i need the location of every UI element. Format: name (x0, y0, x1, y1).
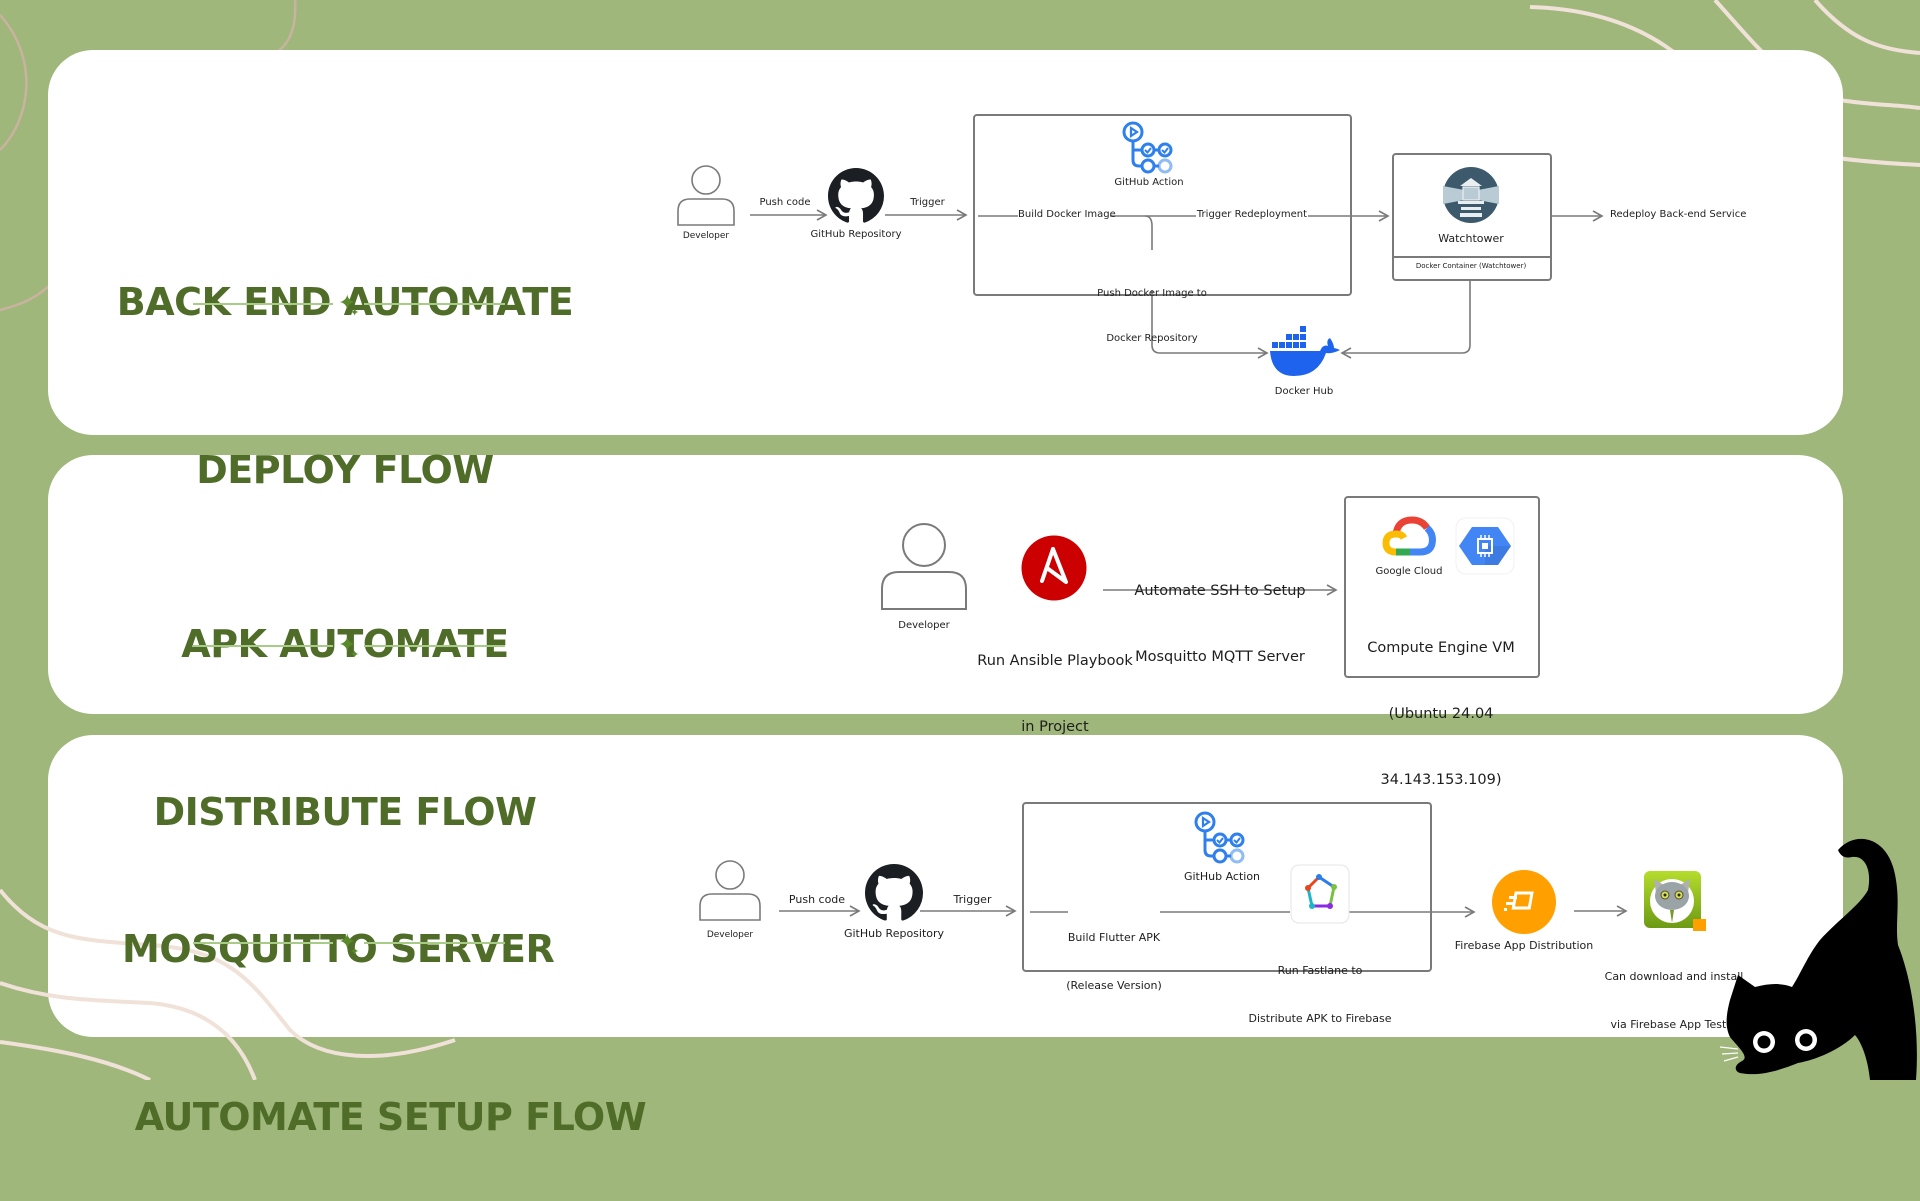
apk-distribute-card (48, 455, 1843, 714)
firebase-label: Firebase App Distribution (1454, 939, 1594, 952)
build-docker-image-label: Build Docker Image (1018, 209, 1116, 220)
compute-engine-box (1344, 496, 1540, 678)
title-line: DISTRIBUTE FLOW (153, 790, 537, 834)
push-code-label: Push code (759, 197, 811, 208)
ssh-line: Automate SSH to Setup (1134, 583, 1306, 599)
title-line: BACK END AUTOMATE (116, 280, 574, 324)
compute-engine-icon (1455, 517, 1515, 575)
section-title: BACK END AUTOMATE DEPLOY FLOW (115, 162, 575, 554)
line-push-docker (1144, 215, 1153, 250)
github-action-box (1022, 802, 1432, 972)
github-icon[interactable] (828, 168, 884, 224)
line-watchtower-dockerhub (1340, 279, 1471, 359)
separator-line (193, 303, 333, 305)
build-line: Build Flutter APK (1067, 931, 1161, 944)
fastlane-line: Distribute APK to Firebase (1248, 1012, 1392, 1025)
github-icon[interactable] (865, 864, 923, 922)
ansible-line: Run Ansible Playbook (977, 653, 1133, 669)
title-line: APK AUTOMATE (181, 622, 509, 666)
separator-line (364, 645, 505, 647)
separator-line (364, 303, 505, 305)
section-title: APK AUTOMATE DISTRIBUTE FLOW (115, 504, 575, 896)
ssh-line: Mosquitto MQTT Server (1135, 649, 1305, 665)
developer-icon (699, 860, 761, 921)
push-docker-line: Push Docker Image to (1097, 288, 1207, 299)
watchtower-container-label: Docker Container (Watchtower) (1415, 262, 1527, 270)
separator-line (364, 942, 505, 944)
black-cat-illustration (1720, 838, 1917, 1080)
sparkle-icon: ✦✦ (338, 929, 360, 959)
watchtower-icon (1443, 167, 1499, 223)
developer-icon (677, 165, 735, 226)
ssh-label: Automate SSH to Setup Mosquitto MQTT Ser… (1120, 536, 1320, 690)
developer-label: Developer (682, 231, 730, 241)
title-line: AUTOMATE SETUP FLOW (122, 1095, 647, 1139)
developer-label: Developer (898, 620, 950, 631)
github-action-icon (1194, 811, 1245, 864)
separator-line (193, 645, 333, 647)
google-cloud-label: Google Cloud (1375, 566, 1443, 577)
sparkle-icon: ✦✦ (338, 290, 360, 320)
firebase-app-tester-icon[interactable] (1644, 871, 1706, 931)
title-line: DEPLOY FLOW (196, 448, 494, 492)
backend-deploy-card (48, 50, 1843, 435)
line-to-dockerhub (1151, 290, 1269, 359)
trigger-label: Trigger (910, 197, 945, 208)
firebase-app-distribution-icon[interactable] (1492, 870, 1556, 934)
developer-label: Developer (706, 930, 754, 940)
redeploy-label: Redeploy Back-end Service (1610, 209, 1747, 220)
push-docker-line: Docker Repository (1106, 333, 1198, 344)
build-flutter-label: Build Flutter APK (Release Version) (1064, 898, 1164, 1010)
separator-line (193, 942, 333, 944)
google-cloud-icon (1382, 516, 1436, 556)
fastlane-icon (1290, 864, 1350, 924)
github-action-label: GitHub Action (1114, 177, 1184, 188)
github-action-icon (1122, 121, 1173, 174)
push-code-label: Push code (788, 893, 846, 906)
watchtower-box (1392, 153, 1552, 281)
ansible-icon[interactable] (1021, 535, 1087, 601)
tester-line: Can download and install (1604, 970, 1744, 983)
flow-connectors (750, 209, 1628, 918)
vm-line: 34.143.153.109) (1380, 772, 1502, 788)
trigger-label: Trigger (953, 893, 992, 906)
developer-icon (881, 523, 967, 610)
docker-hub-label: Docker Hub (1274, 386, 1334, 397)
tester-label: Can download and install via Firebase Ap… (1604, 937, 1744, 1049)
github-repo-label: GitHub Repository (810, 229, 902, 240)
build-line: (Release Version) (1066, 979, 1162, 992)
github-repo-label: GitHub Repository (843, 927, 945, 940)
vm-line: Compute Engine VM (1367, 640, 1515, 656)
ansible-label: Run Ansible Playbook in Project (970, 606, 1140, 760)
compute-engine-label: Compute Engine VM (Ubuntu 24.04 34.143.1… (1346, 593, 1536, 813)
title-line: MOSQUITTO SERVER (122, 927, 555, 971)
watchtower-label: Watchtower (1438, 232, 1504, 245)
fastlane-line: Run Fastlane to (1277, 964, 1363, 977)
fastlane-label: Run Fastlane to Distribute APK to Fireba… (1240, 931, 1400, 1043)
push-docker-label: Push Docker Image to Docker Repository (1082, 256, 1222, 361)
github-action-box (973, 114, 1352, 296)
watchtower-divider (1393, 256, 1550, 258)
sparkle-icon: ✦✦ (338, 632, 360, 662)
ansible-line: in Project (1021, 719, 1089, 735)
trigger-redeployment-label: Trigger Redeployment (1196, 209, 1308, 220)
github-action-label: GitHub Action (1183, 870, 1261, 883)
docker-hub-icon (1270, 326, 1340, 376)
vm-line: (Ubuntu 24.04 (1388, 706, 1494, 722)
